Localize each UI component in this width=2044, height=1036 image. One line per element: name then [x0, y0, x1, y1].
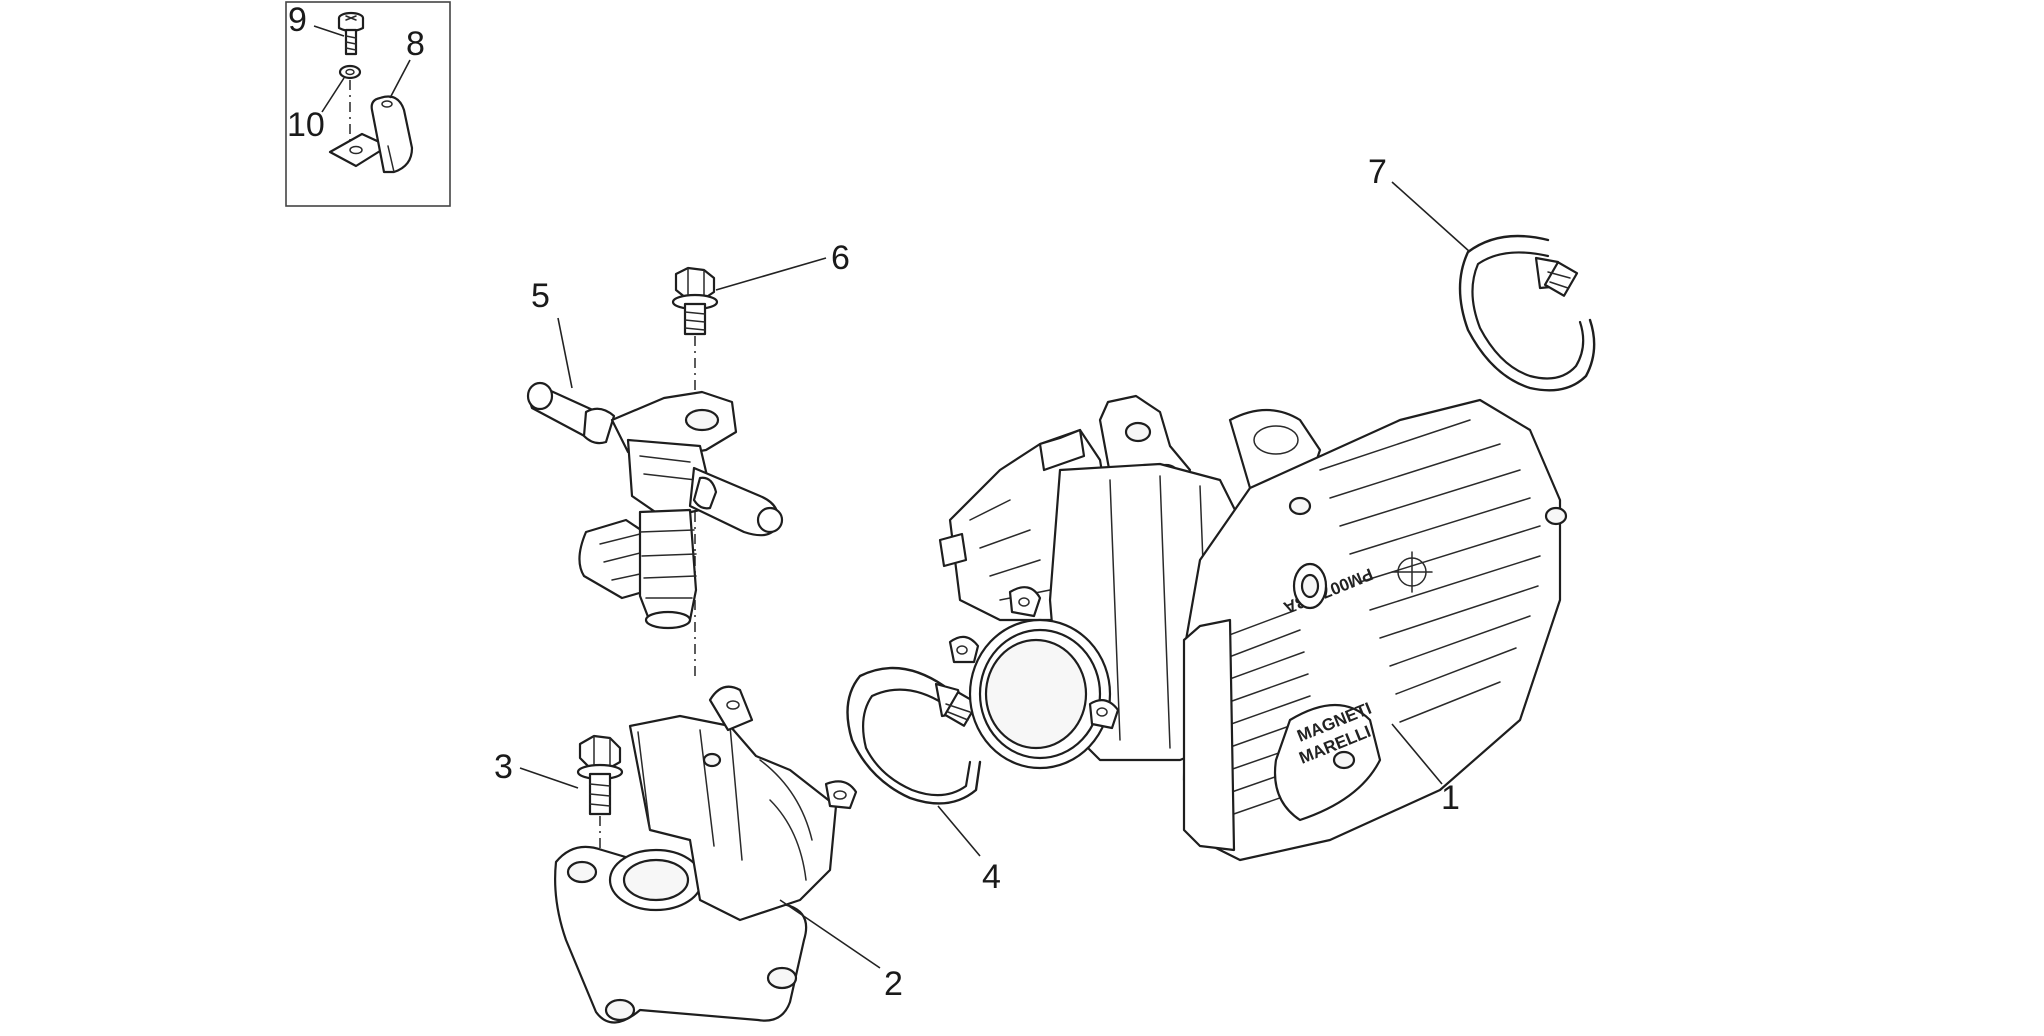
callout-5: 5	[531, 277, 550, 315]
leader-3	[519, 767, 579, 789]
leader-7	[1391, 181, 1471, 253]
leader-4	[937, 805, 981, 857]
callout-1: 1	[1441, 779, 1460, 817]
leader-5	[557, 317, 573, 389]
leader-1	[1391, 723, 1443, 785]
callout-8: 8	[406, 25, 425, 63]
part-8-bracket	[328, 95, 414, 174]
part-5-fuel-injector	[526, 381, 784, 630]
callout-3: 3	[494, 748, 513, 786]
callout-10: 10	[287, 106, 325, 144]
part-4-hose-clamp	[846, 666, 982, 805]
part-3-bolt	[576, 734, 624, 816]
leader-10	[321, 77, 345, 113]
leader-6	[715, 257, 827, 291]
part-6-bolt	[671, 266, 719, 336]
inset-detail-box: 9 8 10	[285, 1, 451, 207]
callout-7: 7	[1368, 153, 1387, 191]
callout-9: 9	[288, 1, 307, 39]
callout-6: 6	[831, 239, 850, 277]
part-2-intake-manifold	[554, 685, 858, 1024]
callout-2: 2	[884, 965, 903, 1003]
part-10-washer	[338, 64, 362, 80]
leader-8	[389, 59, 411, 99]
callout-4: 4	[982, 858, 1001, 896]
part-9-screw	[337, 11, 365, 56]
leader-2	[779, 899, 881, 969]
inset-frame	[285, 1, 451, 207]
part-1-throttle-body: MAGNETI MARELLI PM007803A	[938, 394, 1568, 862]
leader-9	[313, 25, 345, 37]
part-7-hose-clamp	[1458, 234, 1596, 392]
